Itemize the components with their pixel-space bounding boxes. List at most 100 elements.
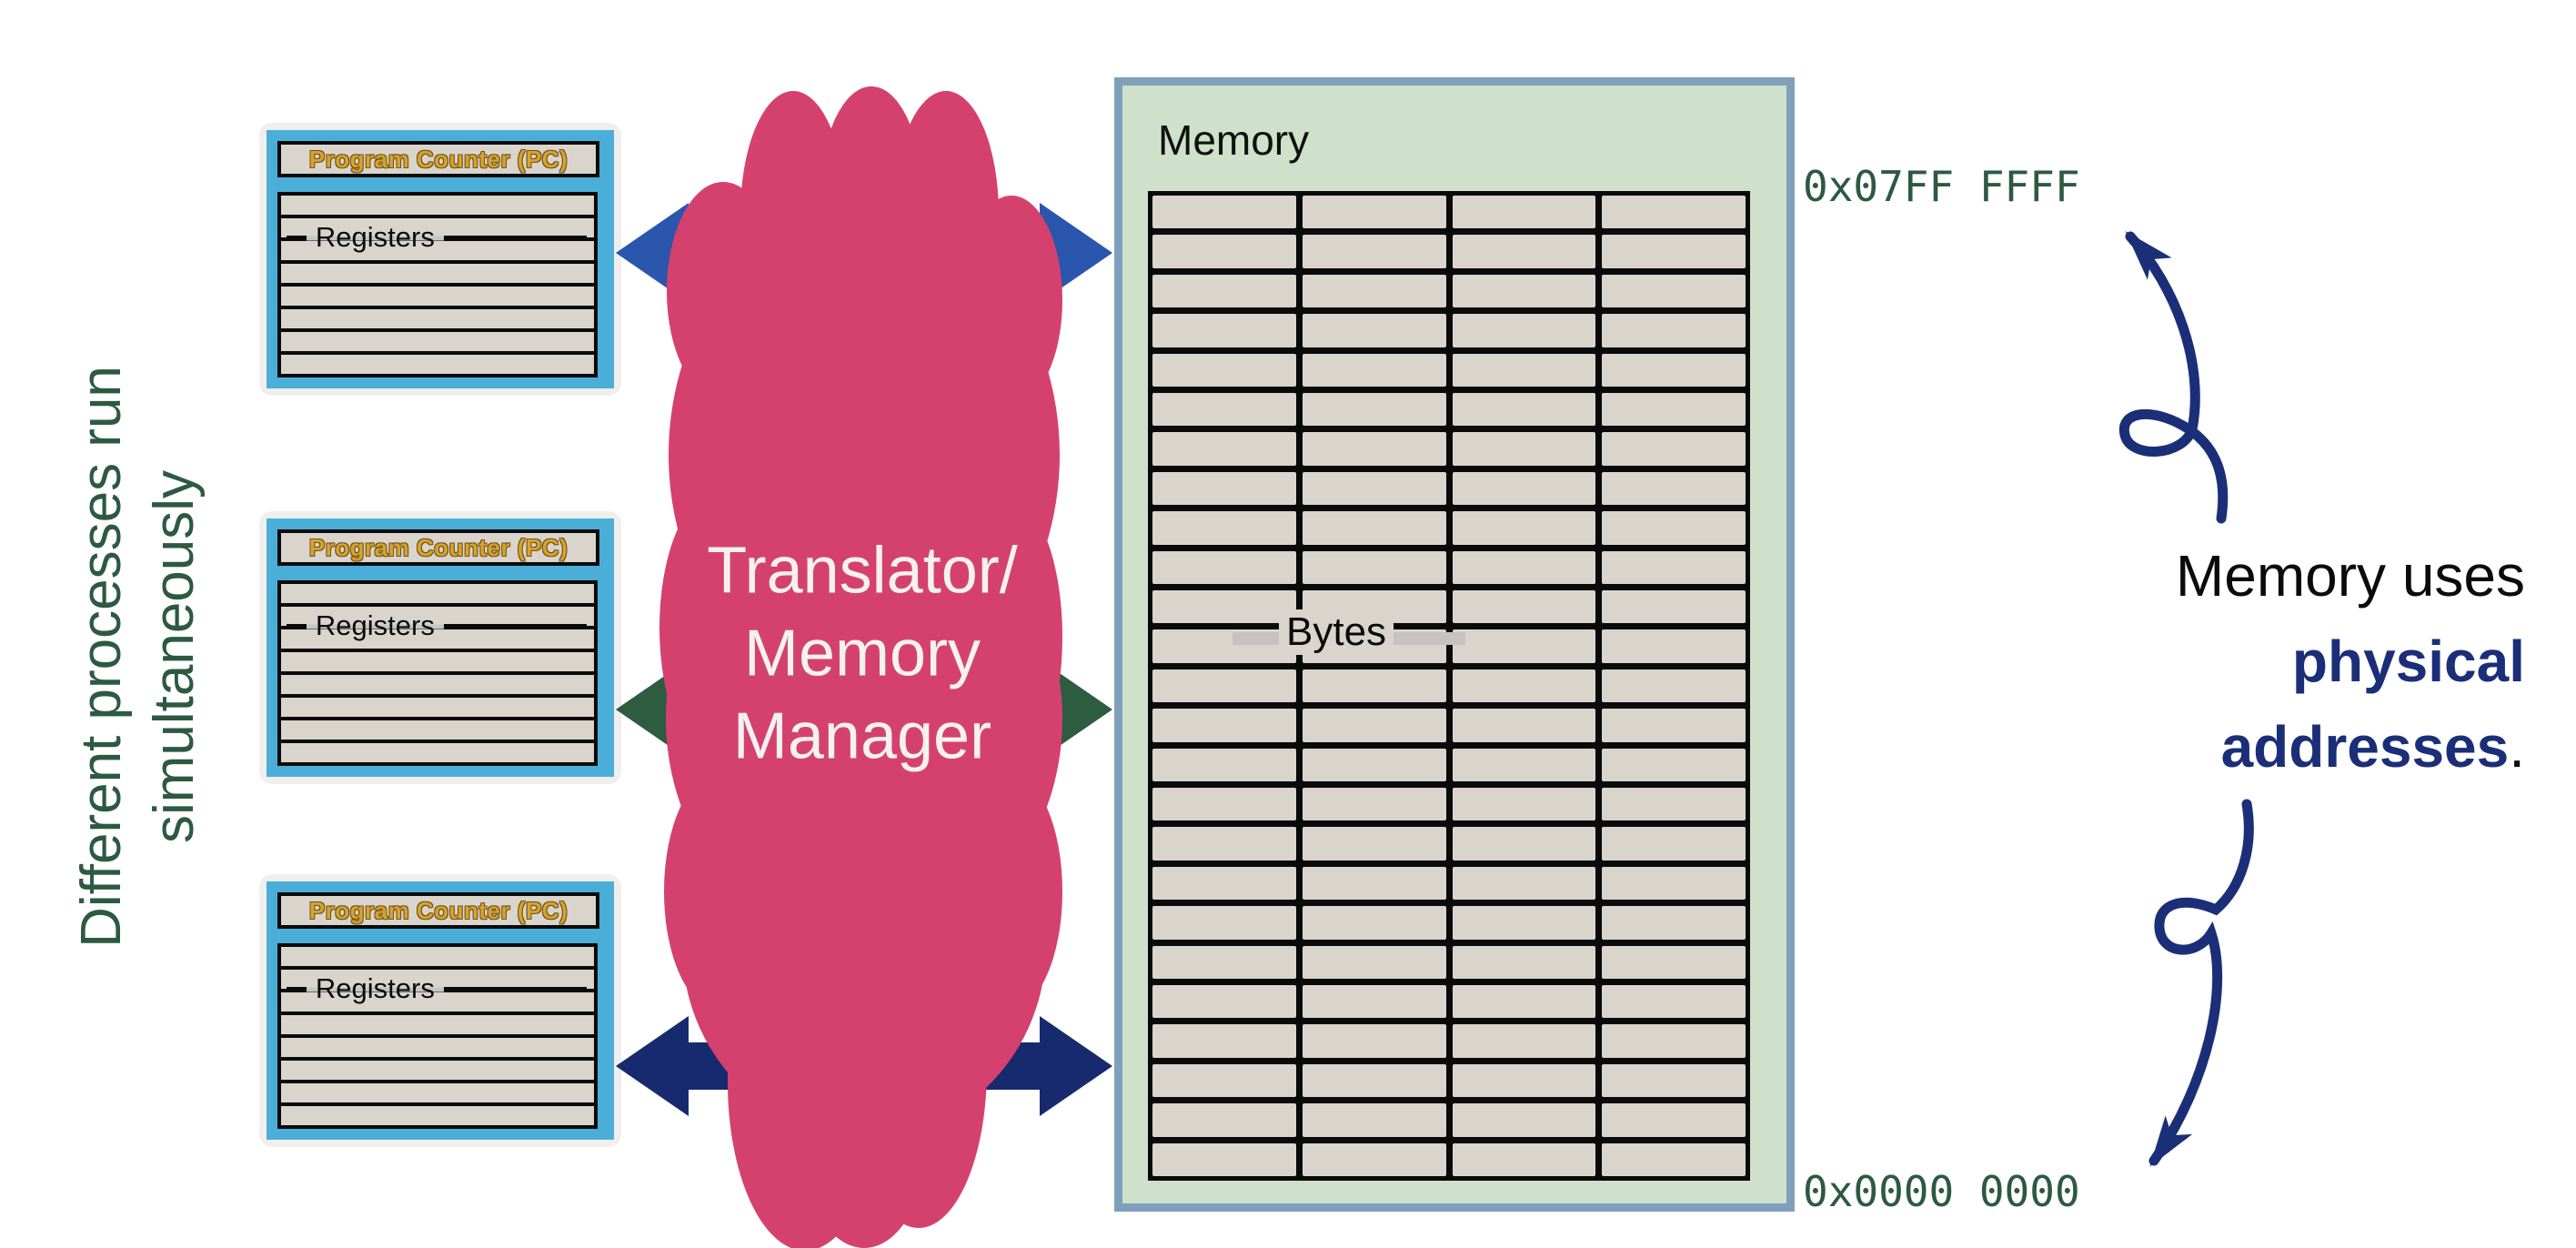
register-row [281, 720, 594, 740]
registers-label: Registers [306, 221, 444, 254]
address-bottom: 0x0000 0000 [1803, 1167, 2080, 1216]
memory-cell [1602, 353, 1746, 387]
memory-cell [1152, 945, 1296, 979]
physical-word: physical [2291, 629, 2525, 694]
memory-cell [1452, 196, 1596, 229]
memory-cell [1452, 629, 1596, 663]
memory-cell [1452, 945, 1596, 979]
memory-cell [1602, 1024, 1746, 1058]
memory-cell [1602, 589, 1746, 624]
memory-cell [1152, 709, 1296, 742]
period: . [2509, 714, 2525, 780]
memory-cell [1602, 1063, 1746, 1098]
register-row [281, 1083, 594, 1102]
memory-cell [1152, 866, 1296, 901]
memory-cell [1452, 984, 1596, 1019]
address-top: 0x07FF FFFF [1803, 162, 2080, 211]
memory-cell [1602, 1142, 1746, 1176]
memory-cell [1602, 511, 1746, 545]
memory-cell [1302, 787, 1446, 821]
memory-cell [1452, 1063, 1596, 1098]
register-row [281, 1061, 594, 1080]
memory-cell [1452, 235, 1596, 268]
program-counter-bar: Program Counter (PC) [277, 892, 599, 929]
memory-cell [1302, 1142, 1446, 1176]
memory-cell [1152, 471, 1296, 506]
memory-cell [1152, 353, 1296, 387]
register-row [281, 1015, 594, 1034]
memory-cell [1452, 669, 1596, 703]
squiggle-arrow-top-icon [2118, 231, 2229, 524]
registers-dash-icon [287, 986, 307, 991]
memory-cell [1452, 866, 1596, 901]
memory-cell [1602, 196, 1746, 229]
registers-callout: Registers [287, 609, 587, 642]
memory-cell [1302, 314, 1446, 347]
register-row [281, 355, 594, 374]
memory-cell [1602, 471, 1746, 506]
memory-cell [1152, 1063, 1296, 1098]
memory-cell [1602, 906, 1746, 940]
memory-title: Memory [1158, 116, 1310, 164]
memory-cell [1302, 511, 1446, 545]
memory-cell [1452, 432, 1596, 466]
memory-cell [1602, 314, 1746, 347]
memory-cell [1302, 196, 1446, 229]
memory-cell [1452, 314, 1596, 347]
register-row [281, 698, 594, 717]
memory-cell [1152, 787, 1296, 821]
cloud-line2: Memory [743, 617, 981, 690]
memory-cell [1152, 748, 1296, 781]
memory-cell [1152, 589, 1296, 624]
cloud-line1: Translator/ [707, 534, 1018, 608]
memory-cell [1152, 1103, 1296, 1137]
memory-cell [1452, 1024, 1596, 1058]
memory-cell [1152, 392, 1296, 427]
memory-cell [1602, 629, 1746, 663]
memory-cell [1152, 235, 1296, 268]
memory-cell [1602, 748, 1746, 781]
memory-cell [1452, 906, 1596, 940]
memory-cell [1152, 1142, 1296, 1176]
memory-cell [1452, 827, 1596, 861]
squiggle-arrow-bottom-icon [2148, 799, 2254, 1167]
memory-cell [1452, 589, 1596, 624]
program-counter-label: Program Counter (PC) [308, 533, 569, 561]
memory-cell [1302, 471, 1446, 506]
memory-cell [1452, 550, 1596, 584]
memory-cell [1452, 392, 1596, 427]
memory-cell [1152, 1024, 1296, 1058]
register-row [281, 309, 594, 328]
translator-cloud-text: Translator/ Memory Manager [707, 530, 1017, 779]
program-counter-label: Program Counter (PC) [308, 145, 569, 173]
memory-cell [1302, 432, 1446, 466]
memory-cell [1302, 1063, 1446, 1098]
cloud-line3: Manager [732, 699, 992, 773]
memory-cell [1302, 945, 1446, 979]
registers-dash-icon [287, 235, 307, 240]
memory-cell [1602, 1103, 1746, 1137]
register-row [281, 584, 594, 603]
memory-cell [1152, 550, 1296, 584]
register-row [281, 287, 594, 306]
memory-cell [1302, 235, 1446, 268]
bytes-label: Bytes [1279, 609, 1394, 655]
registers-line-icon [443, 623, 587, 629]
registers-callout: Registers [287, 221, 587, 254]
memory-cell [1302, 392, 1446, 427]
memory-grid [1148, 191, 1750, 1181]
memory-box: Memory Bytes [1114, 77, 1795, 1212]
memory-cell [1452, 274, 1596, 308]
right-caption: Memory uses physical addresses. [2176, 533, 2525, 790]
memory-cell [1602, 709, 1746, 742]
translator-cloud-icon [659, 86, 1062, 1248]
memory-cell [1302, 1103, 1446, 1137]
process-box-3: Program Counter (PC) Registers [259, 874, 621, 1147]
memory-cell [1302, 274, 1446, 308]
memory-cell [1602, 392, 1746, 427]
registers-label: Registers [306, 972, 444, 1005]
memory-cell [1152, 669, 1296, 703]
register-row [281, 675, 594, 694]
registers-line-icon [443, 986, 587, 991]
